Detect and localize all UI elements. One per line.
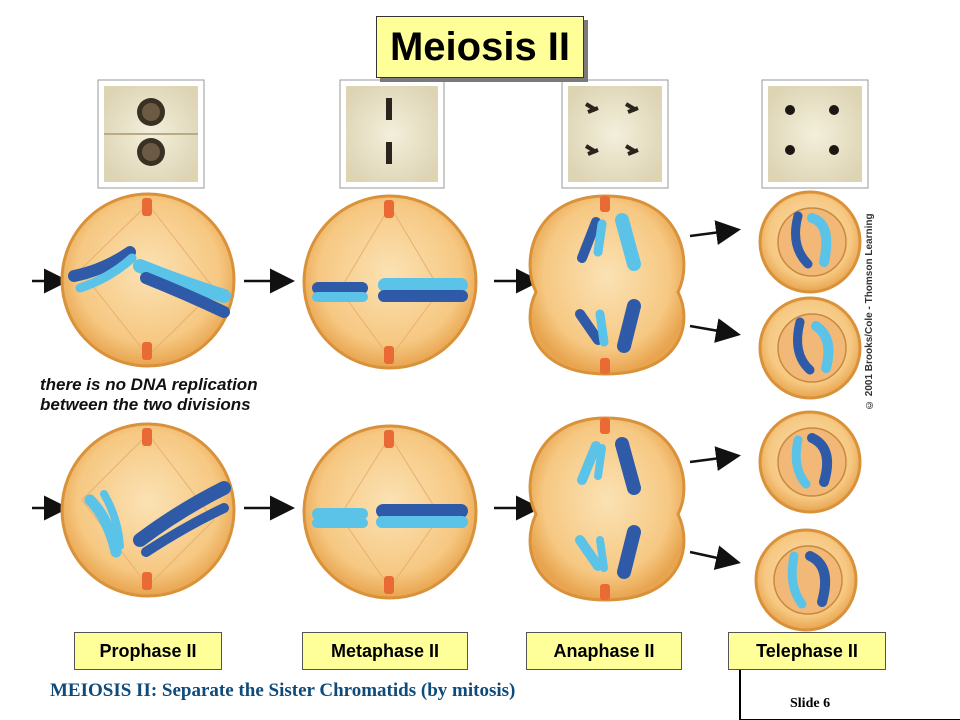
- label-anaphase-ii: Anaphase II: [526, 632, 682, 670]
- micrograph-telophase: [761, 79, 869, 189]
- cell-prophase-top: [60, 192, 236, 368]
- cell-telophase-1: [758, 190, 862, 294]
- note-line-1: there is no DNA replication: [40, 375, 258, 394]
- slide-title: Meiosis II: [376, 16, 584, 78]
- cell-prophase-bottom: [60, 422, 236, 598]
- micrograph-anaphase: [561, 79, 669, 189]
- arrow-ana-telo-bottom-1: [689, 446, 741, 471]
- cell-telophase-2: [758, 296, 862, 400]
- label-metaphase-ii: Metaphase II: [302, 632, 468, 670]
- label-telephase-ii: Telephase II: [728, 632, 886, 670]
- cell-telophase-3: [758, 410, 862, 514]
- cell-anaphase-bottom: [528, 416, 686, 602]
- slide-number: Slide 6: [790, 696, 831, 711]
- cell-telophase-4: [754, 528, 858, 632]
- arrow-ana-telo-top-1: [689, 220, 741, 245]
- cell-metaphase-bottom: [302, 424, 478, 600]
- note-line-2: between the two divisions: [40, 395, 251, 414]
- arrow-ana-telo-top-2: [689, 318, 741, 343]
- micrograph-metaphase: [339, 79, 445, 189]
- cell-metaphase-top: [302, 194, 478, 370]
- micrograph-prophase: [97, 79, 205, 189]
- figure-caption: MEIOSIS II: Separate the Sister Chromati…: [50, 680, 516, 701]
- cell-anaphase-top: [528, 194, 686, 376]
- arrow-ana-telo-bottom-2: [689, 545, 741, 570]
- replication-note: there is no DNA replication between the …: [40, 375, 330, 415]
- copyright-text: © 2001 Brooks/Cole - Thomson Learning: [864, 213, 875, 410]
- label-prophase-ii: Prophase II: [74, 632, 222, 670]
